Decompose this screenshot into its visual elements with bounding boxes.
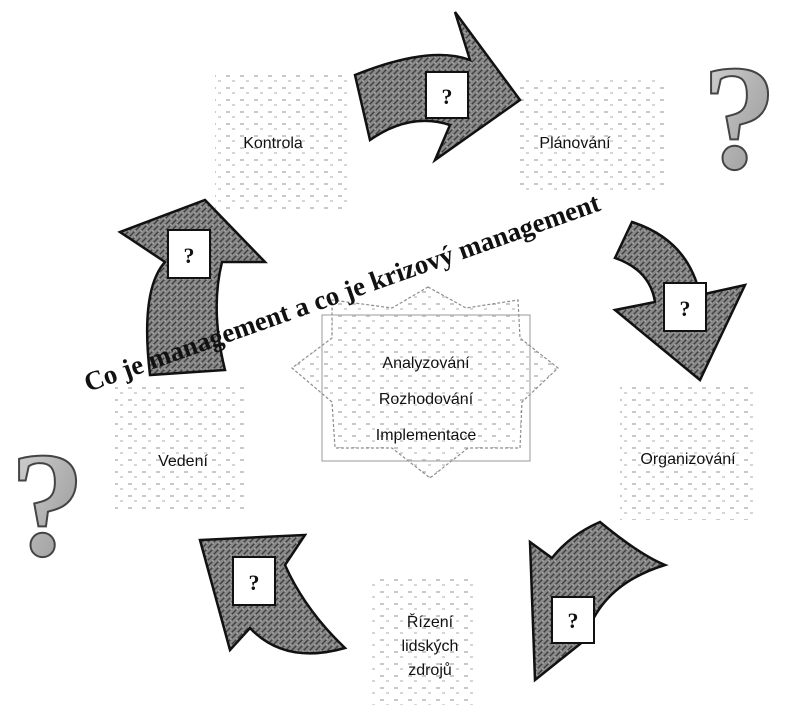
question-mark-icon [425, 71, 469, 119]
question-mark-icon [167, 229, 211, 279]
label-organizovani: Organizování [640, 451, 736, 468]
label-rizeni-3: zdrojů [408, 661, 452, 679]
big-question-mark-top-right: ? [702, 35, 777, 201]
planovani-panel [520, 78, 665, 193]
center-label-implementace: Implementace [376, 427, 477, 444]
center-star [291, 286, 559, 479]
arrow-bottom-right: ? [528, 520, 669, 683]
arrow-left-marker: ? [184, 243, 195, 268]
arrow-bottom-left-marker: ? [249, 570, 260, 595]
center-label-analyzovani: Analyzování [382, 355, 470, 372]
label-planovani: Plánování [539, 135, 611, 152]
arrow-bottom-left: ? [198, 533, 348, 655]
question-mark-icon [232, 556, 276, 606]
arrow-right-marker: ? [680, 296, 691, 321]
label-kontrola: Kontrola [243, 135, 303, 152]
organizovani-panel [620, 385, 755, 520]
kontrola-panel [215, 70, 350, 210]
arrow-bottom-right-marker: ? [568, 608, 579, 633]
arrow-top: ? [353, 11, 522, 164]
label-rizeni-2: lidských [402, 638, 459, 655]
arrow-right: ? [612, 220, 748, 382]
arrow-left: ? [117, 198, 268, 377]
label-vedeni: Vedení [158, 453, 208, 470]
vedeni-panel [115, 385, 245, 510]
question-mark-icon [551, 596, 595, 644]
rizeni-panel [370, 575, 475, 705]
center-label-rozhodovani: Rozhodování [379, 391, 474, 408]
big-question-mark-bottom-left: ? [10, 422, 85, 588]
question-mark-icon [663, 282, 707, 332]
arrow-top-marker: ? [442, 84, 453, 109]
center-box [321, 314, 531, 462]
label-rizeni-1: Řízení [407, 612, 454, 631]
